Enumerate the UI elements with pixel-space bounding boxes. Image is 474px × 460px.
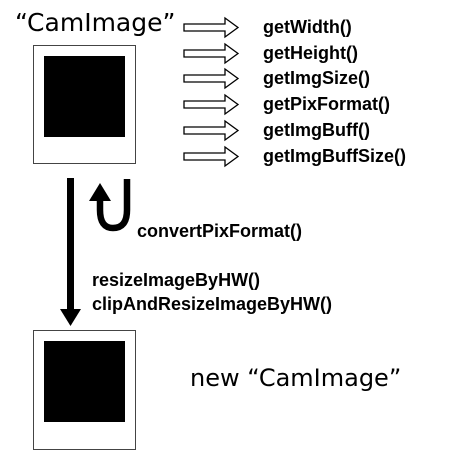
clip-resize-label: clipAndResizeImageByHW() — [92, 294, 333, 314]
getter-label: getPixFormat() — [263, 94, 391, 114]
resize-label: resizeImageByHW() — [92, 270, 261, 290]
getter-arrow-icon — [183, 16, 240, 39]
getter-label: getWidth() — [263, 17, 352, 37]
getter-arrow-icon — [183, 93, 240, 116]
getter-arrow-icon — [183, 42, 240, 65]
convert-label: convertPixFormat() — [137, 221, 303, 241]
getter-label: getHeight() — [263, 43, 358, 63]
getter-label: getImgBuffSize() — [263, 146, 406, 166]
getter-label: getImgSize() — [263, 68, 371, 88]
u-turn-arrow-icon — [96, 179, 131, 232]
getter-arrow-icon — [183, 67, 240, 90]
getter-arrow-icon — [183, 145, 240, 168]
getter-arrow-icon — [183, 119, 240, 142]
source-photo-icon — [33, 45, 136, 164]
result-photo-icon — [33, 330, 136, 450]
source-title: “CamImage” — [15, 8, 176, 37]
result-title: new “CamImage” — [190, 364, 402, 392]
down-arrow-icon — [60, 178, 81, 326]
getter-label: getImgBuff() — [263, 120, 370, 140]
